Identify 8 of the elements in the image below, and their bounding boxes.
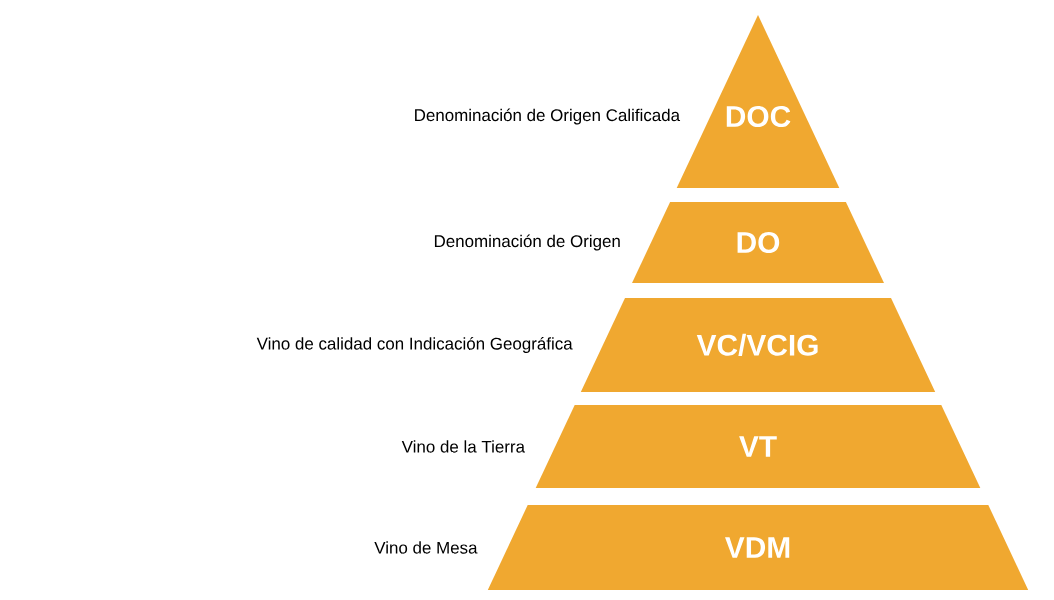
pyramid-band: VT xyxy=(535,405,981,488)
band-label: Vino de Mesa xyxy=(374,541,478,554)
pyramid-band: VC/VCIG xyxy=(580,298,936,392)
band-label: Vino de calidad con Indicación Geográfica xyxy=(256,337,573,353)
pyramid-band: VDM xyxy=(487,505,1029,590)
pyramid-band: DO xyxy=(632,202,884,283)
band-label: Denominación de Origen xyxy=(434,234,620,251)
band-label: Vino de la Tierra xyxy=(401,440,525,453)
